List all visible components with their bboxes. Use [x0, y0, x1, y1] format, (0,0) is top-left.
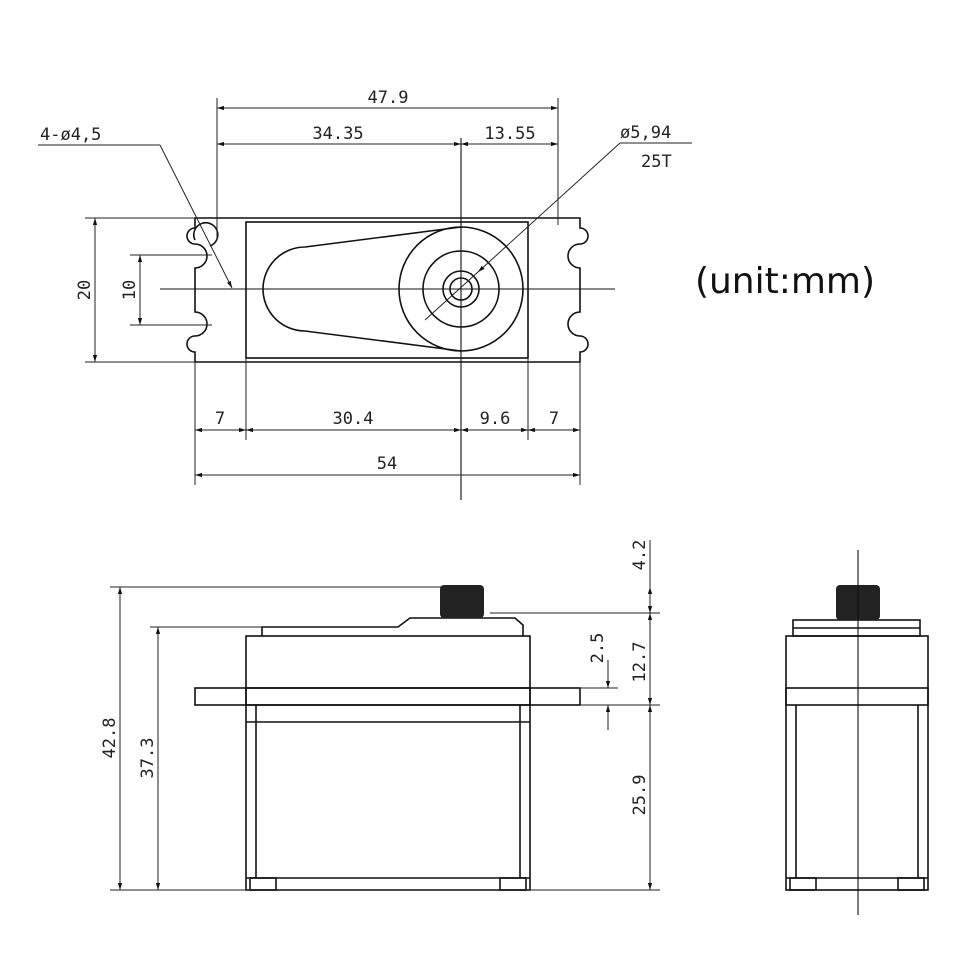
side-top-cap — [261, 617, 524, 636]
side-view: 42.8 37.3 4.2 2.5 12.7 25.9 — [100, 540, 660, 891]
end-view — [785, 550, 929, 915]
mount-holes-label: 4-ø4,5 — [40, 125, 101, 145]
side-foot-right — [499, 877, 527, 891]
dim-54: 54 — [377, 454, 397, 474]
dim-9-6: 9.6 — [480, 409, 511, 429]
dim-20: 20 — [75, 280, 95, 300]
spline-teeth-label: 25T — [641, 152, 672, 172]
dim-4-2: 4.2 — [630, 540, 650, 571]
side-body-mid — [245, 687, 531, 706]
side-body — [245, 635, 531, 891]
side-spline — [440, 585, 484, 618]
spline-diameter-label: ø5,94 — [620, 123, 671, 143]
dim-7-right: 7 — [549, 409, 559, 429]
dim-37-3: 37.3 — [138, 738, 158, 779]
end-body — [785, 635, 929, 891]
dim-25-9: 25.9 — [630, 775, 650, 816]
side-foot-left — [249, 877, 277, 891]
dim-12-7: 12.7 — [630, 642, 650, 683]
dim-7-left: 7 — [215, 409, 225, 429]
dim-10: 10 — [120, 280, 140, 300]
left-ear-slot-top — [193, 222, 219, 247]
dim-13-55: 13.55 — [484, 124, 535, 144]
dim-34-35: 34.35 — [312, 124, 363, 144]
top-view: 47.9 34.35 13.55 4-ø4,5 ø5,94 25T 20 10 … — [38, 88, 692, 500]
side-flange — [194, 687, 581, 706]
dim-47-9: 47.9 — [368, 88, 409, 108]
end-band — [785, 687, 929, 706]
unit-label: (unit:mm) — [695, 261, 875, 302]
dim-42-8: 42.8 — [100, 718, 120, 759]
dim-2-5: 2.5 — [588, 633, 608, 664]
case-top — [245, 221, 529, 359]
dim-30-4: 30.4 — [333, 409, 374, 429]
